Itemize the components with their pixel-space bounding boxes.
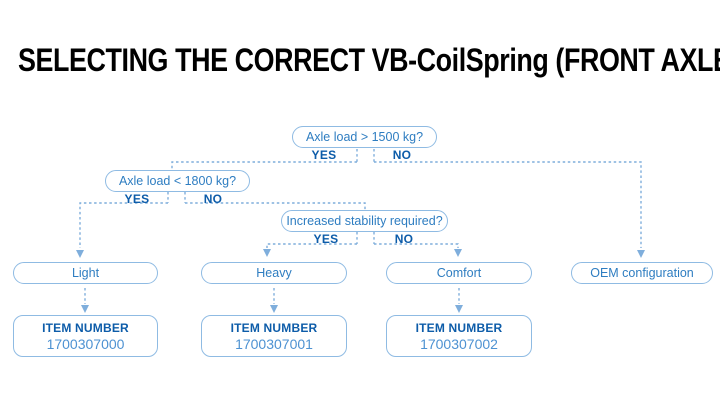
arrowhead-light-item [81, 305, 89, 313]
page-title: SELECTING THE CORRECT VB-CoilSpring (FRO… [18, 42, 720, 78]
decision2-no-label: NO [203, 192, 223, 206]
connector-d1-no [374, 161, 642, 248]
arrowhead-oem [637, 250, 645, 258]
item-number-box-comfort: ITEM NUMBER 1700307002 [386, 315, 532, 357]
item-number-box-light: ITEM NUMBER 1700307000 [13, 315, 158, 357]
outcome-light: Light [13, 262, 158, 284]
connector-d3-yes [266, 243, 357, 248]
arrowhead-light [76, 250, 84, 258]
connector-d1-yes [171, 161, 357, 170]
item-number-heading: ITEM NUMBER [415, 321, 503, 335]
connector-d3-no [374, 243, 459, 248]
decision2-yes-label: YES [124, 192, 150, 206]
decision1-no-label: NO [392, 148, 412, 162]
outcome-comfort: Comfort [386, 262, 532, 284]
outcome-oem-configuration: OEM configuration [571, 262, 713, 284]
arrowhead-heavy [263, 249, 271, 257]
item-number-value: 1700307001 [235, 336, 313, 352]
item-number-value: 1700307000 [46, 336, 125, 352]
decision3-no-label: NO [394, 232, 414, 246]
decision3-yes-label: YES [313, 232, 339, 246]
decision-axle-load-1800: Axle load < 1800 kg? [105, 170, 250, 192]
decision-axle-load-1500: Axle load > 1500 kg? [292, 126, 437, 148]
arrowhead-comfort-item [455, 305, 463, 313]
decision-increased-stability: Increased stability required? [281, 210, 448, 232]
item-number-heading: ITEM NUMBER [42, 321, 129, 335]
decision1-yes-label: YES [311, 148, 337, 162]
arrowhead-heavy-item [270, 305, 278, 313]
item-number-heading: ITEM NUMBER [230, 321, 318, 335]
connector-d2-no [185, 202, 366, 210]
outcome-heavy: Heavy [201, 262, 347, 284]
item-number-value: 1700307002 [420, 336, 498, 352]
item-number-box-heavy: ITEM NUMBER 1700307001 [201, 315, 347, 357]
arrowhead-comfort [454, 249, 462, 257]
connector-d2-yes [79, 202, 168, 248]
